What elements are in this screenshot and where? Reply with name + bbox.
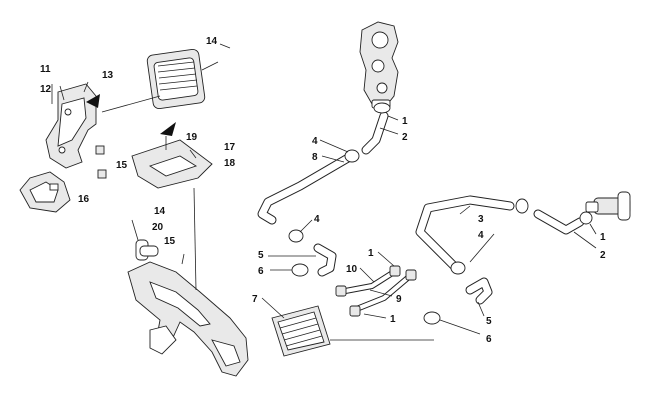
callout-12: 12: [40, 84, 52, 95]
callout-4: 4: [312, 136, 318, 147]
oil-cooler-upper: [101, 48, 219, 113]
callout-20: 20: [152, 222, 164, 233]
tee-fitting: [585, 191, 631, 221]
callout-6: 6: [486, 334, 492, 345]
callout-4: 4: [478, 230, 484, 241]
callout-19: 19: [186, 132, 198, 143]
callout-8: 8: [312, 152, 318, 163]
callout-5: 5: [258, 250, 264, 261]
callout-2: 2: [600, 250, 606, 261]
callout-labels: 14 11 13 12 15 16 19 17 18 14 20 15 1 2 …: [40, 36, 606, 345]
callout-9: 9: [396, 294, 402, 305]
callout-10: 10: [346, 264, 358, 275]
callout-1: 1: [390, 314, 396, 325]
skid-plate: [131, 122, 213, 189]
callout-3: 3: [478, 214, 484, 225]
callout-4: 4: [314, 214, 320, 225]
oil-lines: [335, 265, 417, 317]
oil-cooler-lower: [271, 305, 434, 357]
callout-17: 17: [224, 142, 236, 153]
callout-5: 5: [486, 316, 492, 327]
mounting-bracket: [45, 81, 107, 179]
callout-1: 1: [600, 232, 606, 243]
callout-11: 11: [40, 64, 51, 75]
callout-1: 1: [368, 248, 374, 259]
heat-shield: [19, 171, 71, 213]
callout-14: 14: [206, 36, 218, 47]
callout-14: 14: [154, 206, 166, 217]
coolant-hoses: [257, 111, 585, 305]
hose-clamps: [288, 102, 593, 325]
callout-15: 15: [164, 236, 176, 247]
callout-1: 1: [402, 116, 408, 127]
leader-lines: [219, 43, 597, 335]
frame-assembly: [127, 187, 249, 377]
callout-18: 18: [224, 158, 236, 169]
callout-16: 16: [78, 194, 90, 205]
callout-2: 2: [402, 132, 408, 143]
callout-15: 15: [116, 160, 128, 171]
thermostat-housing: [359, 21, 399, 109]
callout-13: 13: [102, 70, 114, 81]
callout-7: 7: [252, 294, 258, 305]
callout-6: 6: [258, 266, 264, 277]
